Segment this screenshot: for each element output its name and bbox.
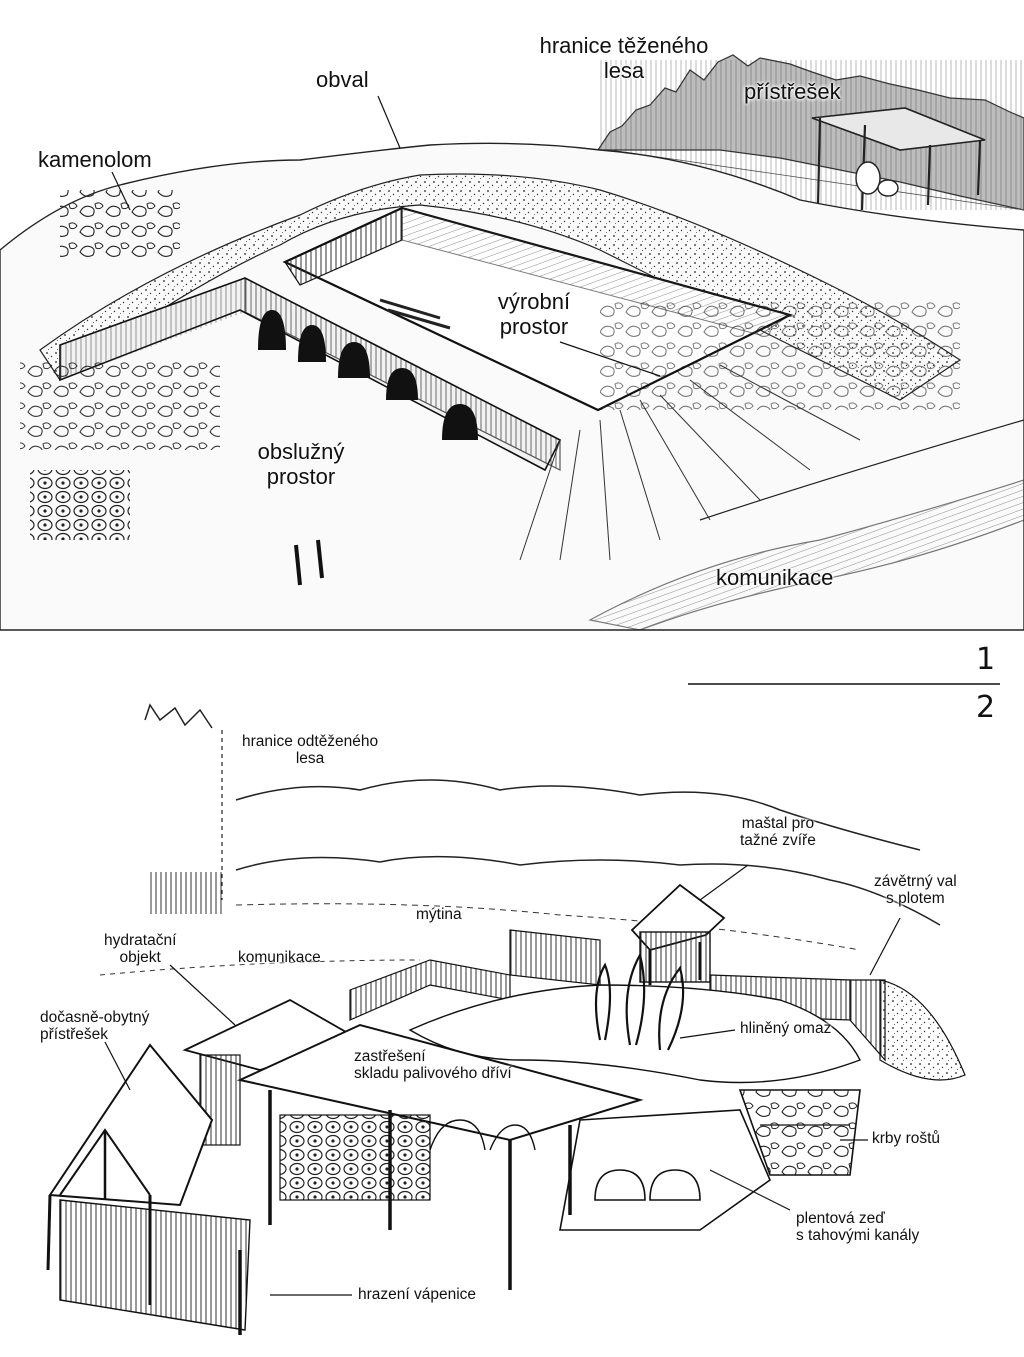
road-cut (588, 479, 1024, 631)
leader-mastal (699, 864, 749, 901)
leader-hydratacni (169, 964, 236, 1026)
leader-kamenolom (111, 171, 131, 211)
label-hranice-odtezeneho-lesa: hranice odtěženého lesa (242, 733, 379, 768)
treeline-contour-1 (235, 779, 921, 851)
label-hranice-tezeneho-lesa: hranice těženého lesa (539, 33, 709, 83)
woodpile (30, 470, 130, 540)
label-vyrobni-prostor: výrobní prostor (497, 289, 571, 339)
windbreak-embankment (879, 979, 966, 1081)
label-obsluzny-prostor: obslužný prostor (257, 439, 345, 489)
leader-obval (377, 95, 401, 149)
label-mytina: mýtina (416, 906, 462, 923)
living-shelter (46, 1043, 251, 1335)
grate-hearths (738, 1089, 861, 1176)
leader-vyrobni (559, 341, 661, 377)
label-mastal: maštal pro tažné zvíře (740, 815, 816, 850)
panel-bottom-drawing (46, 703, 966, 1335)
label-pristresek: přístřešek (744, 79, 841, 104)
label-hlineny-omaz: hliněný omaz (740, 1020, 832, 1037)
label-komunikace-bottom: komunikace (238, 949, 321, 966)
rubble-left (20, 360, 220, 450)
panel-number-2: 2 (976, 690, 996, 725)
fire-channel-wall (559, 1109, 771, 1231)
treeline-contour-2 (235, 855, 941, 926)
rubble-right (600, 300, 960, 410)
label-hrazeni-vapenice: hrazení vápenice (358, 1286, 477, 1303)
leader-omaz (679, 1029, 736, 1039)
palisade-fence (509, 929, 601, 986)
shelter-drawing (811, 107, 986, 211)
label-kamenolom: kamenolom (38, 147, 152, 172)
leader-zavetrny (869, 917, 901, 976)
label-zastreseni-skladu: zastřešení skladu palivového dříví (354, 1048, 512, 1083)
panel-top-drawing (0, 54, 1024, 631)
label-docasne-obytny-pristresek: dočasně-obytný přístřešek (40, 1009, 150, 1044)
panel-number-1: 1 (976, 642, 996, 677)
leader-plentova (709, 1169, 791, 1211)
label-krby-rostu: krby roštů (872, 1130, 941, 1147)
label-komunikace-top: komunikace (716, 565, 834, 590)
fuel-store (236, 1023, 644, 1290)
leader-docasne (104, 1041, 131, 1091)
rubble-quarry (60, 190, 180, 260)
label-obval: obval (316, 67, 369, 92)
label-hydratacni-objekt: hydratační objekt (104, 932, 177, 967)
label-zavetrny-val: závětrný val s plotem (874, 873, 957, 908)
label-plentova-zed: plentová zeď s tahovými kanály (796, 1210, 920, 1245)
slope-hatching (519, 364, 861, 561)
